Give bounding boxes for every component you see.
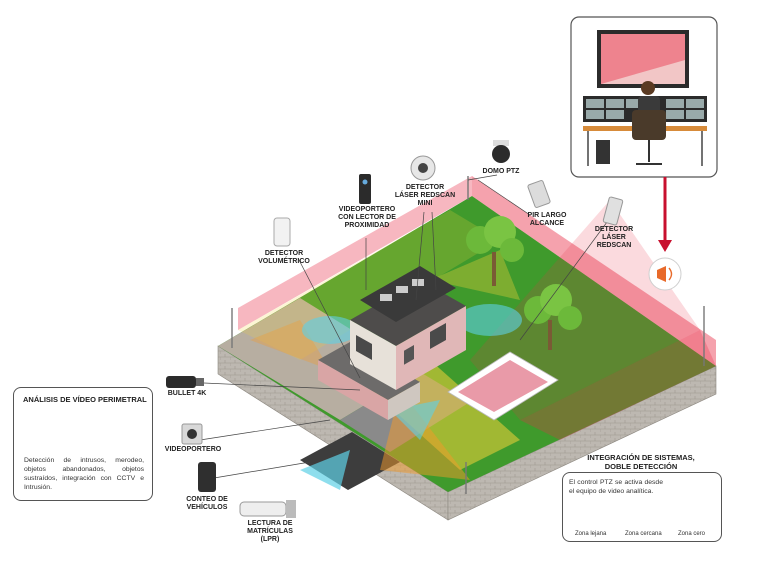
label-lectura: LECTURA DE MATRÍCULAS (LPR)	[247, 520, 293, 543]
pool	[447, 351, 559, 421]
label-domo-ptz: DOMO PTZ	[482, 168, 520, 175]
label-videoportero-lector: VIDEOPORTERO CON LECTOR DE PROXIMIDAD	[338, 206, 396, 229]
zone-cero: Zona cero	[678, 531, 706, 537]
alert-arrow	[648, 177, 682, 291]
label-videoportero: VIDEOPORTERO	[164, 446, 222, 453]
integracion-title: INTEGRACIÓN DE SISTEMAS, DOBLE DETECCIÓN	[587, 453, 695, 471]
zone-lejana: Zona lejana	[575, 531, 607, 537]
callout-lines	[199, 174, 611, 479]
label-pir-largo: PIR LARGO ALCANCE	[527, 212, 567, 227]
monitoring-room	[570, 16, 718, 178]
trees	[466, 216, 582, 350]
label-detector-laser: DETECTOR LÁSER REDSCAN	[594, 226, 634, 249]
ground-platform	[217, 196, 717, 521]
label-bullet: BULLET 4K	[167, 390, 207, 397]
analisis-title: ANÁLISIS DE VÍDEO PERIMETRAL	[23, 395, 147, 404]
label-conteo: CONTEO DE VEHÍCULOS	[186, 496, 228, 511]
label-detector-laser-mini: DETECTOR LÁSER REDSCAN MINI	[394, 184, 456, 207]
zone-cercana: Zona cercana	[625, 531, 662, 537]
label-detector-volumetrico: DETECTOR VOLUMÉTRICO	[258, 250, 310, 265]
analisis-box: ANÁLISIS DE VÍDEO PERIMETRAL Detección d…	[13, 387, 153, 501]
integracion-box: El control PTZ se activa desde el equipo…	[562, 472, 722, 542]
integracion-text: El control PTZ se activa desde el equipo…	[569, 479, 663, 495]
device-icons	[166, 140, 624, 518]
analisis-text: Detección de intrusos, merodeo, objetos …	[24, 457, 144, 491]
